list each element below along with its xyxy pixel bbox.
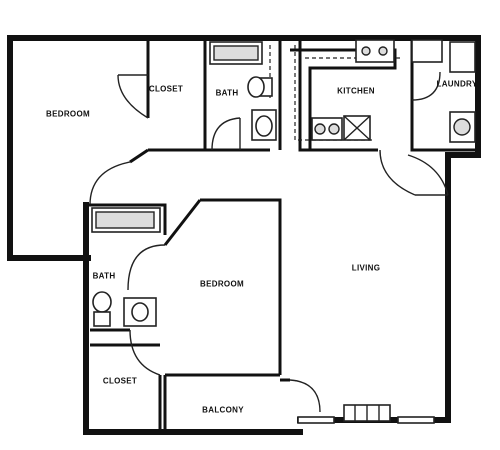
room-label-bedroom-1: BEDROOM <box>46 109 90 119</box>
interior-walls <box>86 38 478 432</box>
toilet-2-icon <box>92 291 112 313</box>
room-label-living: LIVING <box>351 263 381 273</box>
room-label-bath-2: BATH <box>92 271 116 281</box>
room-label-balcony: BALCONY <box>202 405 244 415</box>
refrigerator-icon <box>411 39 443 63</box>
room-label-kitchen: KITCHEN <box>337 86 375 96</box>
room-label-bath-1: BATH <box>215 88 239 98</box>
sliding-door-icon <box>297 416 335 424</box>
room-label-closet-2: CLOSET <box>102 376 138 386</box>
fixtures <box>91 39 476 424</box>
outer-walls <box>7 35 481 435</box>
room-label-bedroom-2: BEDROOM <box>200 279 244 289</box>
stove-icon <box>355 39 395 63</box>
room-label-closet-1: CLOSET <box>148 84 184 94</box>
dryer-icon <box>449 41 476 73</box>
room-label-laundry: LAUNDRY <box>436 79 478 89</box>
